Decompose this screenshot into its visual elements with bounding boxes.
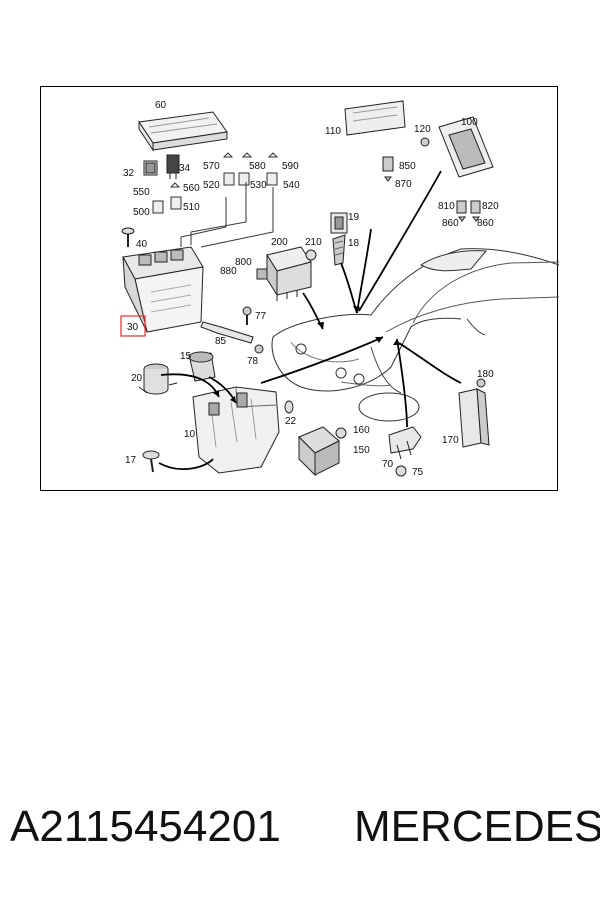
- callout-label: 110: [325, 126, 341, 137]
- part-nut-210: [305, 249, 317, 261]
- callout-label: 860: [477, 218, 494, 229]
- part-connector-850: [382, 156, 394, 182]
- callout-label: 570: [203, 161, 220, 172]
- callout-label: 75: [412, 467, 424, 478]
- part-bolt-17: [142, 450, 160, 473]
- part-control-unit-60: [138, 111, 228, 152]
- callout-label: 30: [127, 322, 139, 333]
- callout-label: 560: [183, 183, 200, 194]
- part-module-100: [438, 116, 494, 178]
- callout-label: 120: [414, 124, 431, 135]
- part-screw-77: [242, 306, 252, 325]
- callout-label: 550: [133, 187, 150, 198]
- callout-label: 40: [136, 239, 148, 250]
- part-bracket-70: [388, 426, 422, 460]
- part-nut-75: [395, 465, 407, 477]
- callout-label: 820: [482, 201, 499, 212]
- part-nut-160: [335, 427, 347, 439]
- callout-label: 530: [250, 180, 267, 191]
- callout-labels: 60 32 34 570 580 590 550 560 520 530 540…: [123, 100, 499, 478]
- callout-label: 22: [285, 416, 297, 427]
- callout-label: 20: [131, 373, 143, 384]
- part-screw-78: [254, 344, 264, 354]
- callout-label: 150: [353, 445, 370, 456]
- callout-label: 590: [282, 161, 299, 172]
- callout-label: 60: [155, 100, 167, 111]
- part-relay-34: [166, 154, 180, 179]
- part-screw-40: [121, 227, 135, 247]
- callout-label: 78: [247, 356, 259, 367]
- callout-label: 32: [123, 168, 135, 179]
- part-tie-18: [332, 234, 346, 266]
- part-relay-32: [143, 160, 158, 176]
- callout-label: 810: [438, 201, 455, 212]
- callout-label: 520: [203, 180, 220, 191]
- vehicle-outline: [271, 248, 559, 422]
- part-connectors-810-820: [456, 200, 481, 222]
- callout-label: 200: [271, 237, 288, 248]
- callout-label: 540: [283, 180, 300, 191]
- callout-label: 34: [179, 163, 191, 174]
- highlight-box-30: [120, 315, 146, 337]
- part-clip-19: [330, 212, 348, 234]
- part-module-170: [458, 388, 490, 448]
- fuse-icons: [152, 152, 279, 214]
- part-number: A2115454201: [10, 802, 281, 851]
- callout-label: 15: [180, 351, 192, 362]
- callout-label: 580: [249, 161, 266, 172]
- part-relay-200: [266, 246, 312, 301]
- callout-label: 510: [183, 202, 200, 213]
- callout-label: 18: [348, 238, 360, 249]
- callout-label: 850: [399, 161, 416, 172]
- callout-label: 800: [235, 257, 252, 268]
- brand-name: MERCEDES: [354, 802, 600, 851]
- callout-label: 70: [382, 459, 394, 470]
- parts-diagram: 60 32 34 570 580 590 550 560 520 530 540…: [40, 86, 559, 491]
- callout-label: 880: [220, 266, 237, 277]
- callout-label: 860: [442, 218, 459, 229]
- callout-label: 870: [395, 179, 412, 190]
- part-screw-180: [476, 378, 486, 388]
- callout-label: 10: [184, 429, 196, 440]
- callout-label: 77: [255, 311, 267, 322]
- leader-lines: [158, 170, 462, 471]
- part-bracket-85: [200, 321, 254, 344]
- part-pump-20: [138, 363, 178, 395]
- part-module-110: [344, 100, 406, 136]
- callout-label: 500: [133, 207, 150, 218]
- callout-label: 17: [125, 455, 137, 466]
- part-screw-120: [420, 137, 430, 147]
- diagram-drawing: 60 32 34 570 580 590 550 560 520 530 540…: [120, 100, 559, 478]
- part-housing-10: [192, 386, 280, 474]
- part-grommet-22: [284, 400, 294, 414]
- part-module-150: [298, 426, 340, 477]
- part-bracket-880: [256, 268, 268, 280]
- callout-label: 180: [477, 369, 494, 380]
- part-caption: A2115454201 MERCEDES: [10, 802, 600, 862]
- callout-label: 100: [461, 117, 478, 128]
- callout-label: 170: [442, 435, 459, 446]
- leader-arrowheads: [213, 306, 400, 403]
- part-fuse-box-30: [122, 182, 274, 333]
- callout-label: 210: [305, 237, 322, 248]
- callout-label: 19: [348, 212, 360, 223]
- part-motor-15: [188, 351, 216, 382]
- callout-label: 85: [215, 336, 227, 347]
- callout-label: 160: [353, 425, 370, 436]
